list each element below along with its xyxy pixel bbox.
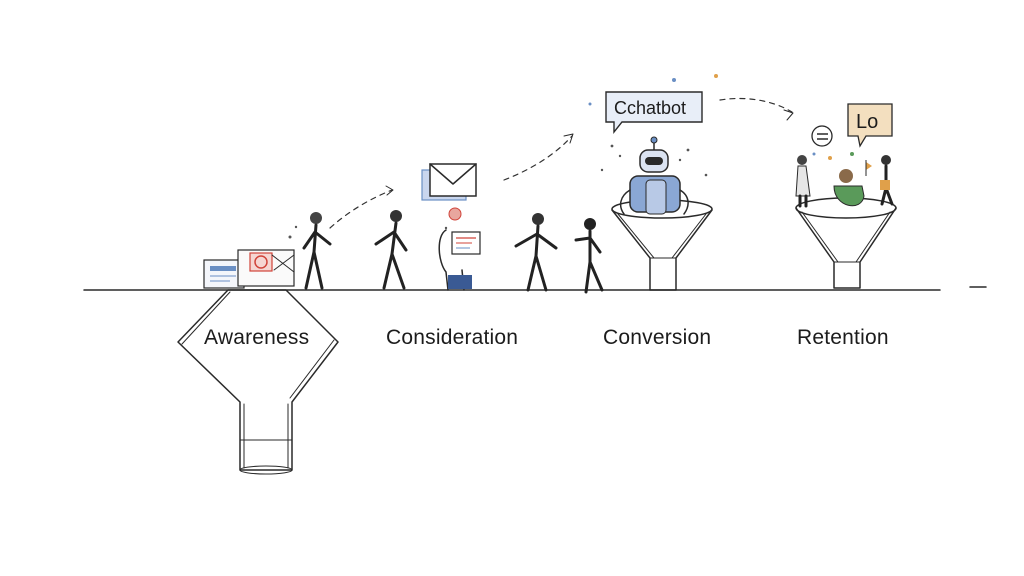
- person-icon: [880, 155, 894, 206]
- ground-line: [83, 288, 941, 292]
- chatbot-bubble-text: Cchatbot: [614, 98, 686, 118]
- chat-bubble-icon: [605, 91, 703, 134]
- person-icon: [438, 229, 481, 291]
- retention-bubble-text: Lo: [856, 111, 878, 133]
- small-chat-icon: [811, 125, 833, 147]
- stage-label-retention: Retention: [797, 326, 889, 349]
- flow-arrow-2: [503, 135, 573, 181]
- document-icon: [203, 259, 245, 289]
- flow-arrow-3: [719, 97, 793, 113]
- person-icon: [302, 212, 332, 290]
- stage-label-conversion: Conversion: [603, 326, 712, 349]
- person-icon: [514, 213, 558, 292]
- person-icon: [833, 169, 865, 207]
- robot-icon: [619, 136, 689, 215]
- flow-arrow-1: [329, 189, 393, 229]
- awareness-funnel: [177, 289, 339, 475]
- email-icon: [237, 249, 295, 287]
- sparkle-dots: [812, 152, 854, 160]
- person-icon: [574, 218, 604, 294]
- person-icon: [795, 155, 811, 208]
- chat-bubble-icon: [847, 103, 893, 148]
- stage-label-consideration: Consideration: [386, 326, 519, 349]
- stage-label-awareness: Awareness: [204, 326, 310, 349]
- sparkle-dots: [588, 74, 718, 106]
- person-icon: [374, 210, 408, 290]
- sparkle-dots: [600, 144, 708, 177]
- email-icon: [421, 163, 477, 201]
- notification-dot: [448, 207, 462, 221]
- flag-icon: [866, 162, 872, 170]
- retention-funnel: [795, 197, 897, 289]
